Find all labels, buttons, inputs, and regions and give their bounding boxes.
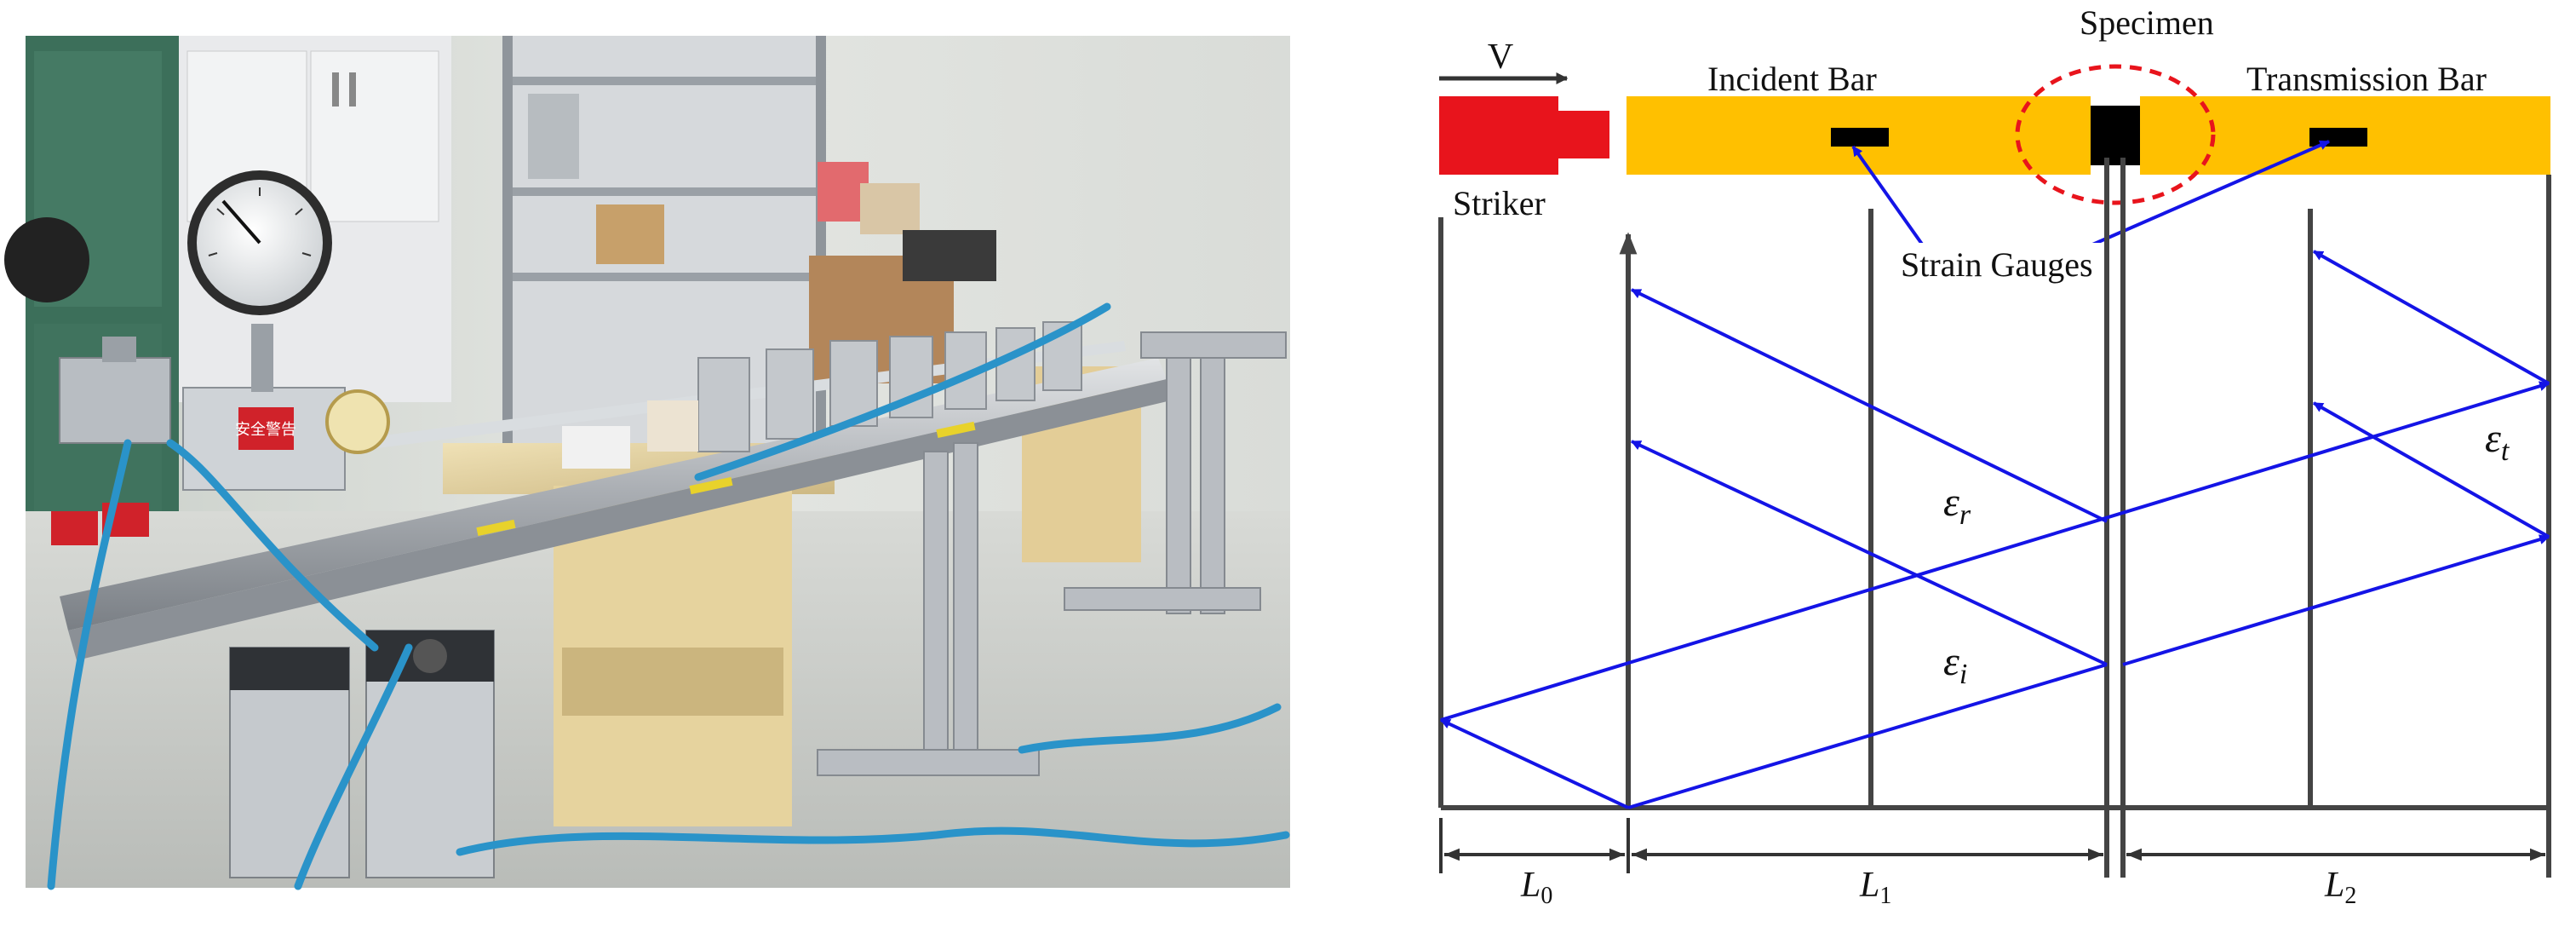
incident-bar-label: Incident Bar	[1707, 60, 1877, 98]
wave-lines	[1439, 250, 2550, 809]
warning-label-text: 安全警告	[235, 421, 296, 439]
dimension-lines	[1439, 818, 2545, 873]
wave-transmitted-reflect-2	[2312, 250, 2550, 385]
wave-incident	[1627, 663, 2108, 809]
strain-gauge-pointer-1	[1851, 145, 1933, 259]
specimen-label: Specimen	[2080, 3, 2214, 42]
wave-incident-upper	[1440, 381, 2550, 722]
air-hoses	[47, 302, 1290, 890]
specimen-highlight	[2015, 64, 2216, 205]
striker-label: Striker	[1453, 184, 1546, 222]
velocity-label: V	[1488, 37, 1513, 77]
time-axes	[1438, 158, 2551, 878]
strain-gauge-incident	[1831, 128, 1889, 147]
apparatus-photo: 安全警告	[4, 36, 1290, 890]
L2-label: L2	[2324, 866, 2356, 909]
strain-gauges-label-bg	[1899, 243, 2103, 285]
wave-reflect-striker	[1439, 718, 1629, 809]
wave-transmitted	[2122, 534, 2550, 666]
epsilon-r-symbol: εr	[1943, 480, 1971, 531]
striker	[1439, 96, 1558, 175]
strain-gauge-pointer-2	[2090, 140, 2331, 247]
warning-label	[238, 407, 294, 450]
strain-gauges-label: Strain Gauges	[1901, 245, 2093, 284]
striker-nose	[1557, 111, 1609, 158]
epsilon-t-symbol: εt	[2485, 416, 2510, 467]
aluminium-stand	[817, 331, 1287, 776]
bar-rail	[60, 358, 1167, 630]
transmission-bar-label: Transmission Bar	[2246, 60, 2487, 98]
L0-label: L0	[1520, 866, 1552, 909]
apparatus-photo-illustration: 安全警告	[4, 36, 1290, 890]
regulator	[59, 357, 171, 444]
strain-gauge-transmission	[2309, 128, 2367, 147]
shpb-schematic: V Striker Incident Bar Transmission Bar …	[1388, 0, 2576, 923]
wave-reflected-upper	[1630, 288, 2108, 523]
wave-transmitted-reflect-1	[2312, 401, 2550, 538]
epsilon-i-symbol: εi	[1943, 639, 1967, 690]
L1-label: L1	[1859, 866, 1891, 909]
specimen	[2091, 106, 2140, 165]
schematic-svg: V Striker Incident Bar Transmission Bar …	[1438, 3, 2551, 909]
bar-supports	[697, 321, 1082, 452]
wave-reflected-lower	[1630, 440, 2108, 666]
